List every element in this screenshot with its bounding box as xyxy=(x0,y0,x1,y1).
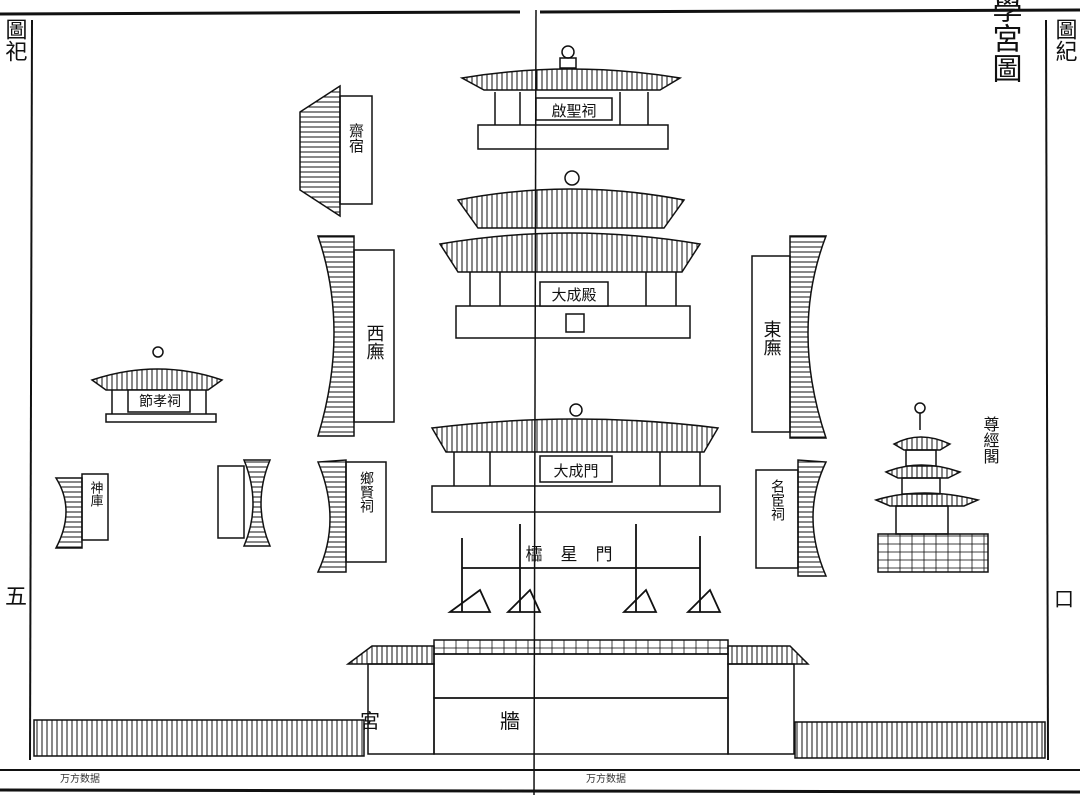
page-frame xyxy=(0,8,1080,796)
lingxing-gate xyxy=(447,524,722,613)
east-corridor-label: 東廡 xyxy=(761,320,782,356)
dacheng-gate xyxy=(430,403,721,513)
west-corridor-label: 西廡 xyxy=(364,324,385,360)
dacheng-hall xyxy=(438,170,702,339)
watermark-right: 万方数据 xyxy=(586,772,626,785)
left-margin-title: 圖祀 xyxy=(2,18,28,62)
zhaizhu-hall xyxy=(299,84,373,218)
lingxing-gate-label: 櫺星門 xyxy=(526,545,631,565)
bottom-fence-right xyxy=(794,721,1046,759)
gongqiang-label: 宮牆 xyxy=(360,709,640,733)
storage-house xyxy=(217,459,272,547)
right-margin-title: 圖紀 xyxy=(1052,18,1078,62)
bottom-fence-left xyxy=(33,719,365,757)
page-title: 學宮圖 xyxy=(987,0,1022,83)
dacheng-gate-label: 大成門 xyxy=(553,462,598,480)
minghuan-shrine xyxy=(755,459,828,577)
right-page-number: 口 xyxy=(1054,587,1074,611)
zunjing-pagoda xyxy=(873,402,989,573)
west-corridor xyxy=(316,235,395,437)
qisheng-shrine xyxy=(459,45,683,150)
jiexiao-shrine-label: 節孝祠 xyxy=(139,393,181,410)
jiexiao-shrine xyxy=(90,346,224,423)
gongqiang-wall xyxy=(345,639,810,755)
minghuan-shrine-label: 名宦祠 xyxy=(769,479,785,521)
xiangxian-shrine xyxy=(316,459,387,573)
dacheng-hall-label: 大成殿 xyxy=(551,286,596,304)
shenku-label: 神庫 xyxy=(88,481,104,507)
zhaizhu-label: 齋宿 xyxy=(347,122,365,153)
east-corridor xyxy=(751,235,828,439)
watermark-left: 万方数据 xyxy=(60,772,100,785)
zunjing-pavilion-label: 尊經閣 xyxy=(981,416,1000,465)
shenku-house xyxy=(54,473,109,549)
qisheng-shrine-label: 啟聖祠 xyxy=(551,102,596,120)
xiangxian-shrine-label: 鄉賢祠 xyxy=(358,471,374,513)
left-page-number: 五 xyxy=(5,585,27,610)
